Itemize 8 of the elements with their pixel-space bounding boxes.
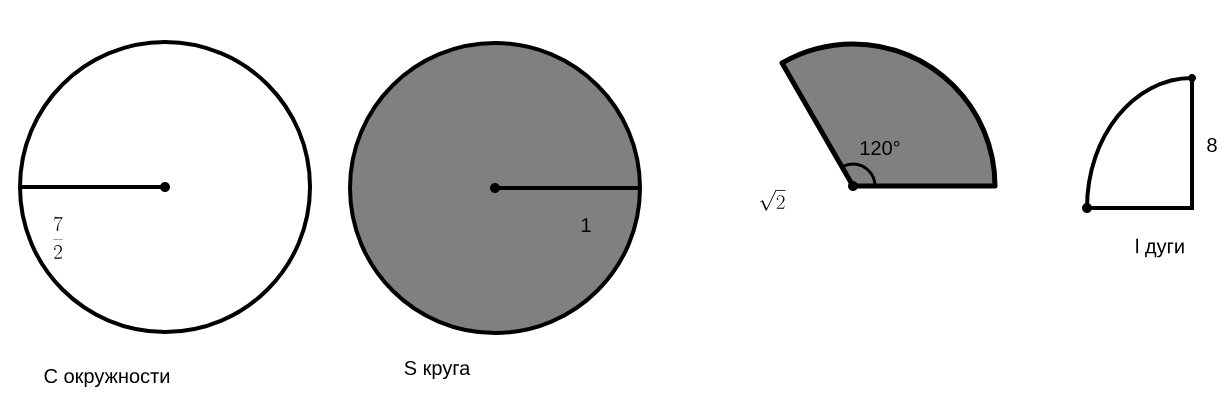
- figure-caption: S круга: [404, 360, 471, 380]
- side-label: 8: [1207, 137, 1217, 153]
- arc-label: l дуги: [1136, 238, 1184, 258]
- radius-label: $\frac{7}{2}$: [53, 216, 63, 259]
- radius-label: $\sqrt{2}$: [760, 190, 786, 211]
- angle-label: 120°: [860, 140, 900, 156]
- radius-label: 1: [581, 218, 591, 232]
- figure-caption: C окружности: [44, 368, 170, 388]
